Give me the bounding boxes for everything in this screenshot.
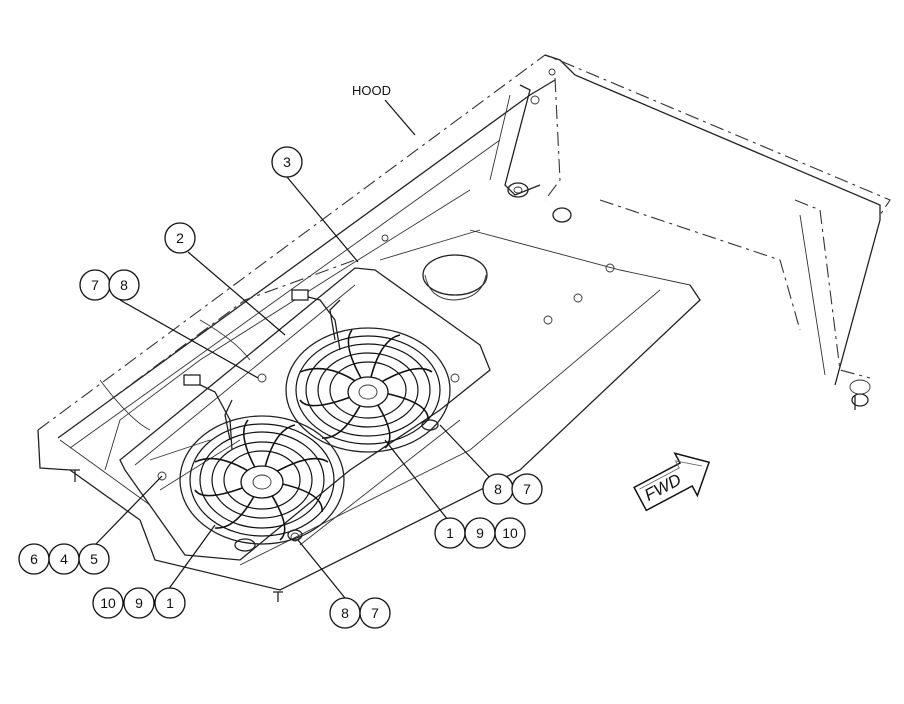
fan-bracket	[119, 267, 491, 561]
callout-4: 4	[60, 551, 68, 567]
callout-7c: 7	[371, 605, 379, 621]
callout-8c: 8	[341, 605, 349, 621]
callout-8a-badge: 8	[108, 269, 140, 301]
callout-10b: 10	[100, 595, 116, 611]
callout-8b: 8	[494, 481, 502, 497]
fan-assembly-lower	[179, 374, 439, 552]
fan-assembly-upper	[285, 289, 451, 453]
callout-1a: 1	[446, 525, 454, 541]
hood-label: HOOD	[352, 83, 391, 98]
callout-7c-badge: 7	[359, 597, 391, 629]
callout-8a: 8	[120, 277, 128, 293]
callout-7a: 7	[91, 277, 99, 293]
callout-7b: 7	[523, 481, 531, 497]
rear-frame	[379, 54, 881, 407]
callout-2: 2	[176, 230, 184, 246]
callout-6-badge: 6	[18, 543, 50, 575]
callout-3-badge: 3	[271, 146, 303, 178]
callout-2-badge: 2	[164, 222, 196, 254]
callout-8b-badge: 8	[482, 473, 514, 505]
callout-7a-badge: 7	[79, 269, 111, 301]
callout-7b-badge: 7	[511, 473, 543, 505]
callout-9b-badge: 9	[123, 587, 155, 619]
hood-pins	[70, 395, 856, 602]
callout-4-badge: 4	[48, 543, 80, 575]
callout-10a-badge: 10	[494, 517, 526, 549]
fwd-arrow: FWD	[633, 452, 711, 512]
callout-6: 6	[30, 551, 38, 567]
callout-10a: 10	[502, 525, 518, 541]
callout-9b: 9	[135, 595, 143, 611]
callout-3: 3	[283, 154, 291, 170]
callout-10b-badge: 10	[92, 587, 124, 619]
hood-outline	[37, 54, 891, 591]
callout-1a-badge: 1	[434, 517, 466, 549]
callout-5-badge: 5	[78, 543, 110, 575]
callout-1b: 1	[166, 595, 174, 611]
callout-5: 5	[90, 551, 98, 567]
callout-1b-badge: 1	[154, 587, 186, 619]
callout-9a: 9	[476, 525, 484, 541]
leader-lines	[94, 99, 496, 599]
callout-9a-badge: 9	[464, 517, 496, 549]
callout-8c-badge: 8	[329, 597, 361, 629]
